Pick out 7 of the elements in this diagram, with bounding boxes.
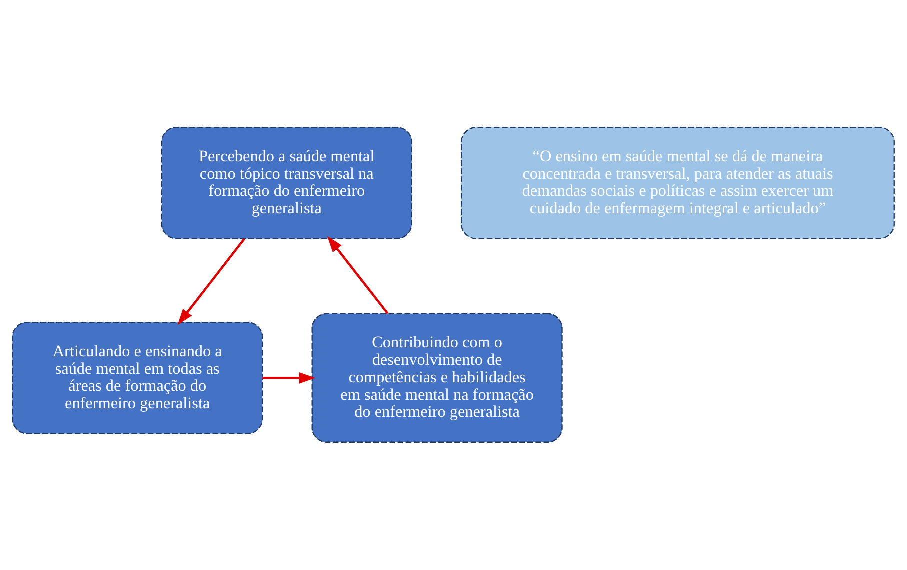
arrow: [327, 236, 389, 314]
node-box: “O ensino em saúde mental se dá de maneira concentrada e transversal, para atender as atuais demandas sociais e políticas e assim exercer um cuidado de enfermagem integral e articulado”: [461, 127, 895, 240]
node-box: Articulando e ensinando a saúde mental em todas as áreas de formação do enfermeiro generalista: [12, 322, 264, 434]
arrow: [262, 372, 316, 384]
arrow: [178, 238, 246, 326]
node-box: Percebendo a saúde mental como tópico transversal na formação do enfermeiro generalista: [161, 127, 412, 240]
node-box: Contribuindo com o desenvolvimento de competências e habilidades em saúde mental na formação do enfermeiro generalista: [312, 313, 563, 443]
